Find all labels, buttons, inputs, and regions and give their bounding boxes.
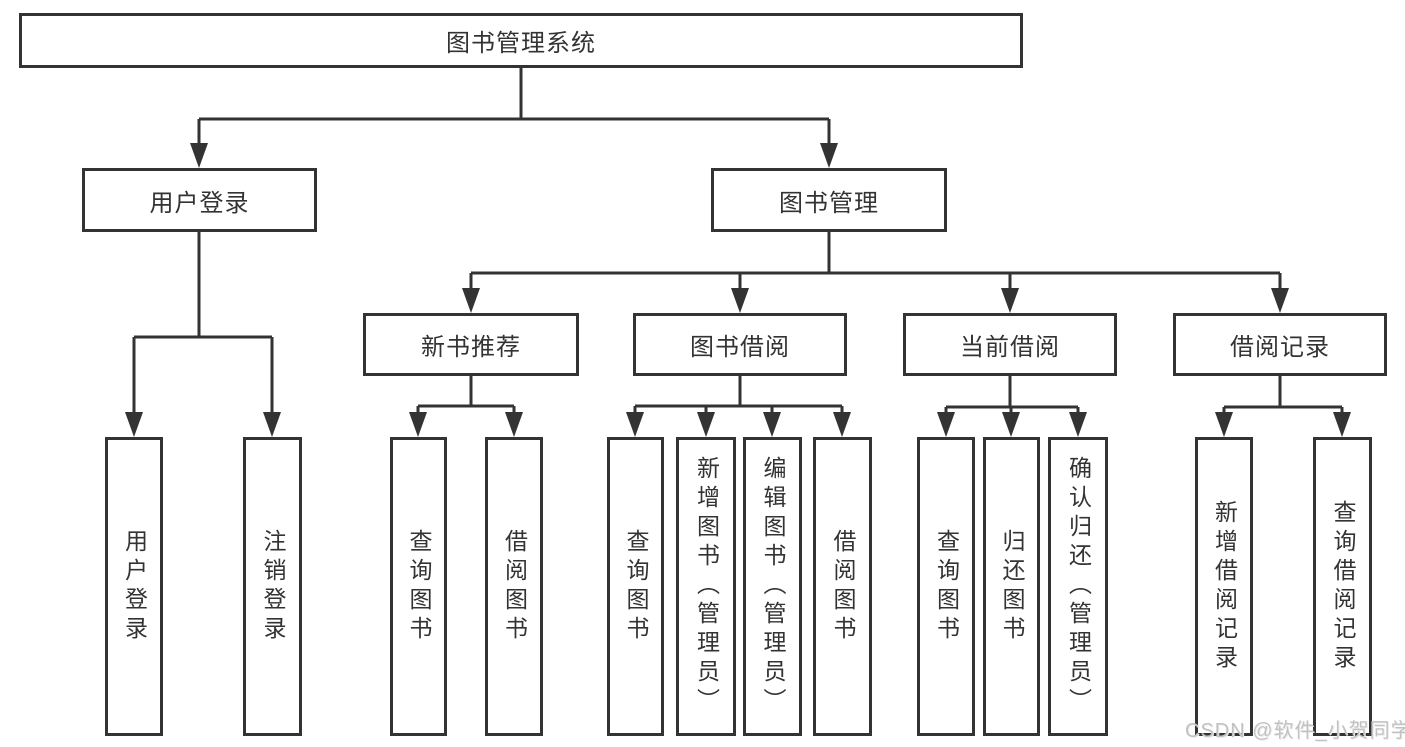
node-borrow-records: 借阅记录 [1173, 313, 1387, 376]
leaf-current-return-books: 归还图书 [983, 437, 1040, 736]
leaf-logout-login: 注销登录 [243, 437, 302, 736]
leaf-borrow-borrow-books: 借阅图书 [813, 437, 872, 736]
leaf-recommend-borrow-books: 借阅图书 [485, 437, 543, 736]
leaf-current-search-books: 查询图书 [917, 437, 975, 736]
leaf-current-confirm-return-admin: 确认归还（管理员） [1048, 437, 1108, 736]
node-user-login: 用户登录 [82, 168, 317, 232]
leaf-records-add-borrow-record: 新增借阅记录 [1195, 437, 1253, 736]
leaf-borrow-add-books-admin: 新增图书（管理员） [676, 437, 736, 736]
node-current-borrow: 当前借阅 [903, 313, 1117, 376]
leaf-user-login: 用户登录 [105, 437, 163, 736]
node-new-book-recommend: 新书推荐 [363, 313, 579, 376]
node-book-management: 图书管理 [711, 168, 947, 232]
leaf-records-search-borrow-record: 查询借阅记录 [1313, 437, 1372, 736]
node-book-borrow: 图书借阅 [633, 313, 847, 376]
node-library-system: 图书管理系统 [19, 13, 1023, 68]
leaf-recommend-search-books: 查询图书 [390, 437, 447, 736]
csdn-watermark: CSDN @软件_小贺同学 [1185, 720, 1405, 742]
leaf-borrow-edit-books-admin: 编辑图书（管理员） [743, 437, 802, 736]
leaf-borrow-search-books: 查询图书 [607, 437, 664, 736]
